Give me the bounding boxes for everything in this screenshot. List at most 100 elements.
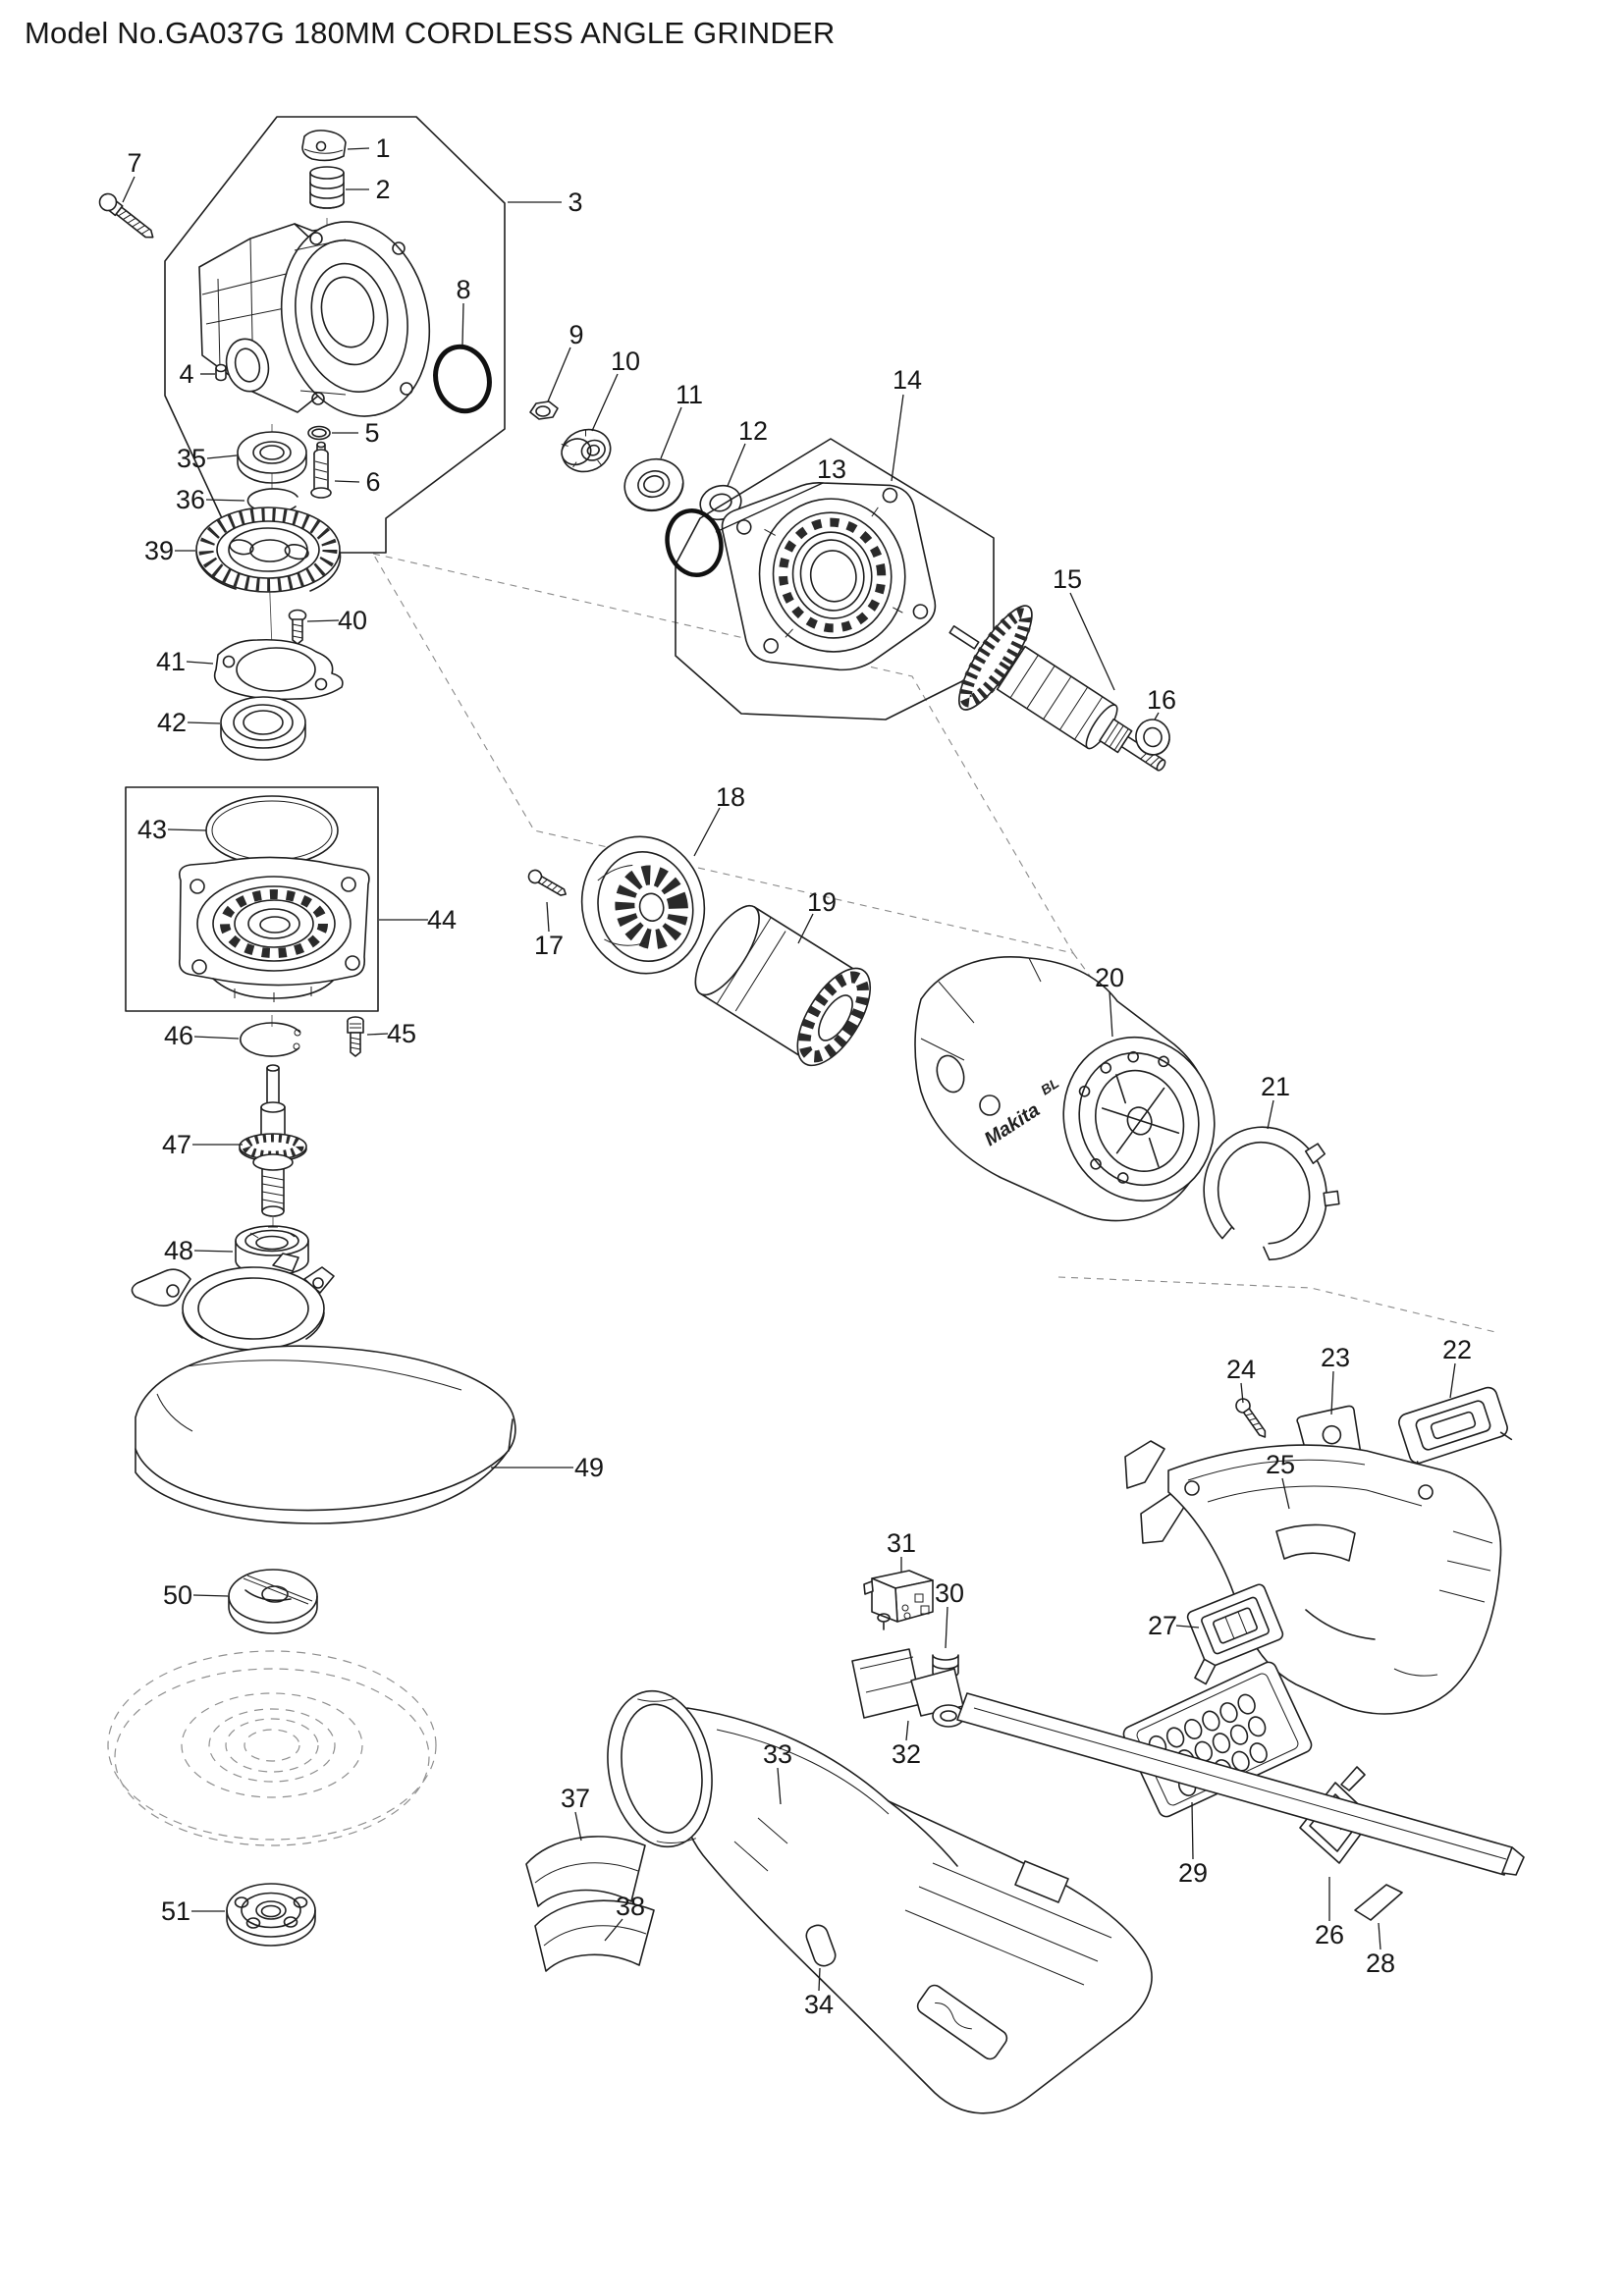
- part-30-leader-line: [945, 1606, 948, 1649]
- part-label-8: 8: [456, 275, 470, 304]
- part-label-50: 50: [163, 1580, 192, 1610]
- part-label-10: 10: [611, 347, 640, 376]
- part-label-30: 30: [935, 1578, 964, 1608]
- part-7-leader-line: [122, 176, 135, 203]
- part-47-spindle-drawing: [239, 1064, 307, 1217]
- part-11-bearing-drawing: [623, 457, 684, 512]
- part-48-leader-line: [193, 1250, 234, 1253]
- part-9-hex-nut-drawing: [529, 400, 559, 420]
- part-2-spring-drawing: [309, 166, 345, 209]
- part-label-3: 3: [568, 187, 582, 217]
- page-title: Model No.GA037G 180MM CORDLESS ANGLE GRI…: [25, 16, 836, 50]
- part-label-51: 51: [161, 1896, 190, 1926]
- part-label-20: 20: [1095, 963, 1124, 992]
- part-17-leader-line: [546, 901, 550, 933]
- part-20-motor-housing-drawing: BL Makita: [914, 956, 1216, 1222]
- part-label-40: 40: [338, 606, 367, 635]
- part-46-leader-line: [193, 1036, 240, 1040]
- part-19-leader-line: [797, 913, 814, 944]
- part-label-22: 22: [1442, 1335, 1472, 1364]
- part-17-screw-drawing: [527, 869, 567, 896]
- part-7-screw-drawing: [98, 192, 154, 239]
- part-27-connector-housing-drawing: [1186, 1583, 1284, 1685]
- part-label-19: 19: [807, 887, 837, 917]
- part-24-screw-drawing: [1235, 1398, 1267, 1438]
- part-11-leader-line: [660, 406, 682, 459]
- part-19-stator-drawing: [694, 904, 872, 1067]
- part-label-43: 43: [137, 815, 167, 844]
- part-label-28: 28: [1366, 1949, 1395, 1978]
- part-label-25: 25: [1266, 1450, 1295, 1479]
- part-34-pad-drawing: [805, 1924, 837, 1967]
- part-28-sheet-drawing: [1354, 1884, 1403, 1921]
- part-22-cover-drawing: [1398, 1386, 1513, 1476]
- part-label-17: 17: [534, 931, 564, 960]
- part-32-leader-line: [905, 1720, 909, 1741]
- part-42-bearing-drawing: [220, 696, 306, 761]
- part-13-leader-line: [715, 482, 824, 533]
- part-39-bevel-gear-drawing: [195, 507, 342, 593]
- part-41-plate-drawing: [213, 638, 344, 701]
- part-label-44: 44: [427, 905, 457, 934]
- part-35-bearing-drawing: [237, 431, 307, 484]
- part-label-32: 32: [892, 1739, 921, 1769]
- part-45-leader-line: [366, 1033, 389, 1036]
- part-label-24: 24: [1226, 1355, 1256, 1384]
- part-4-pin-drawing: [215, 363, 227, 382]
- part-23-leader-line: [1330, 1370, 1334, 1415]
- part-label-23: 23: [1321, 1343, 1350, 1372]
- part-45-screw-drawing: [347, 1016, 364, 1057]
- part-35-leader-line: [206, 454, 238, 459]
- part-21-ring-drawing: [1203, 1126, 1340, 1261]
- part-36-leader-line: [205, 499, 245, 502]
- part-label-15: 15: [1053, 564, 1082, 594]
- part-40-leader-line: [306, 619, 340, 622]
- part-label-21: 21: [1261, 1072, 1290, 1101]
- part-12-leader-line: [727, 443, 746, 487]
- part-label-45: 45: [387, 1019, 416, 1048]
- part-label-12: 12: [738, 416, 768, 446]
- part-label-4: 4: [179, 359, 193, 389]
- bearing-box-panel: [675, 438, 995, 721]
- part-label-33: 33: [763, 1739, 792, 1769]
- part-32-slide-bar-drawing: [851, 1648, 1525, 1876]
- part-label-7: 7: [127, 148, 141, 178]
- part-22-leader-line: [1449, 1362, 1456, 1399]
- part-42-leader-line: [187, 721, 221, 724]
- part-28-leader-line: [1378, 1922, 1381, 1950]
- part-label-27: 27: [1148, 1611, 1177, 1640]
- part-40-screw-drawing: [288, 609, 307, 645]
- part-label-1: 1: [375, 133, 390, 163]
- part-25-leader-line: [1281, 1477, 1290, 1510]
- part-18-leader-line: [693, 807, 721, 857]
- part-21-leader-line: [1267, 1099, 1274, 1130]
- part-16-bearing-drawing: [1135, 719, 1170, 756]
- part-38-leader-line: [604, 1918, 623, 1942]
- part-31-switch-drawing: [863, 1570, 934, 1630]
- part-8-o-ring-drawing: [433, 344, 492, 414]
- part-37-label-sheet-drawing: [525, 1836, 646, 1907]
- part-label-49: 49: [574, 1453, 604, 1482]
- part-label-5: 5: [364, 418, 379, 448]
- part-20-leader-line: [1109, 990, 1113, 1038]
- part-label-34: 34: [804, 1990, 834, 2019]
- part-label-48: 48: [164, 1236, 193, 1265]
- part-10-leader-line: [591, 373, 619, 432]
- part-50-inner-flange-drawing: [228, 1569, 318, 1634]
- part-46-circlip-drawing: [240, 1022, 301, 1057]
- part-14-bearing-box-drawing: [721, 482, 937, 671]
- part-label-2: 2: [375, 175, 390, 204]
- part-label-6: 6: [365, 467, 380, 497]
- part-label-13: 13: [817, 454, 846, 484]
- part-1-cap-drawing: [301, 130, 347, 162]
- part-33-rear-housing-drawing: [607, 1689, 1153, 2114]
- part-label-9: 9: [568, 320, 583, 349]
- part-5-o-ring-drawing: [307, 425, 331, 441]
- part-43-o-ring-drawing: [205, 795, 339, 866]
- part-18-baffle-plate-drawing: [580, 835, 706, 975]
- flange-assembly-box: [125, 786, 379, 1012]
- part-13-o-ring-drawing: [665, 508, 724, 577]
- part-37-leader-line: [574, 1811, 582, 1842]
